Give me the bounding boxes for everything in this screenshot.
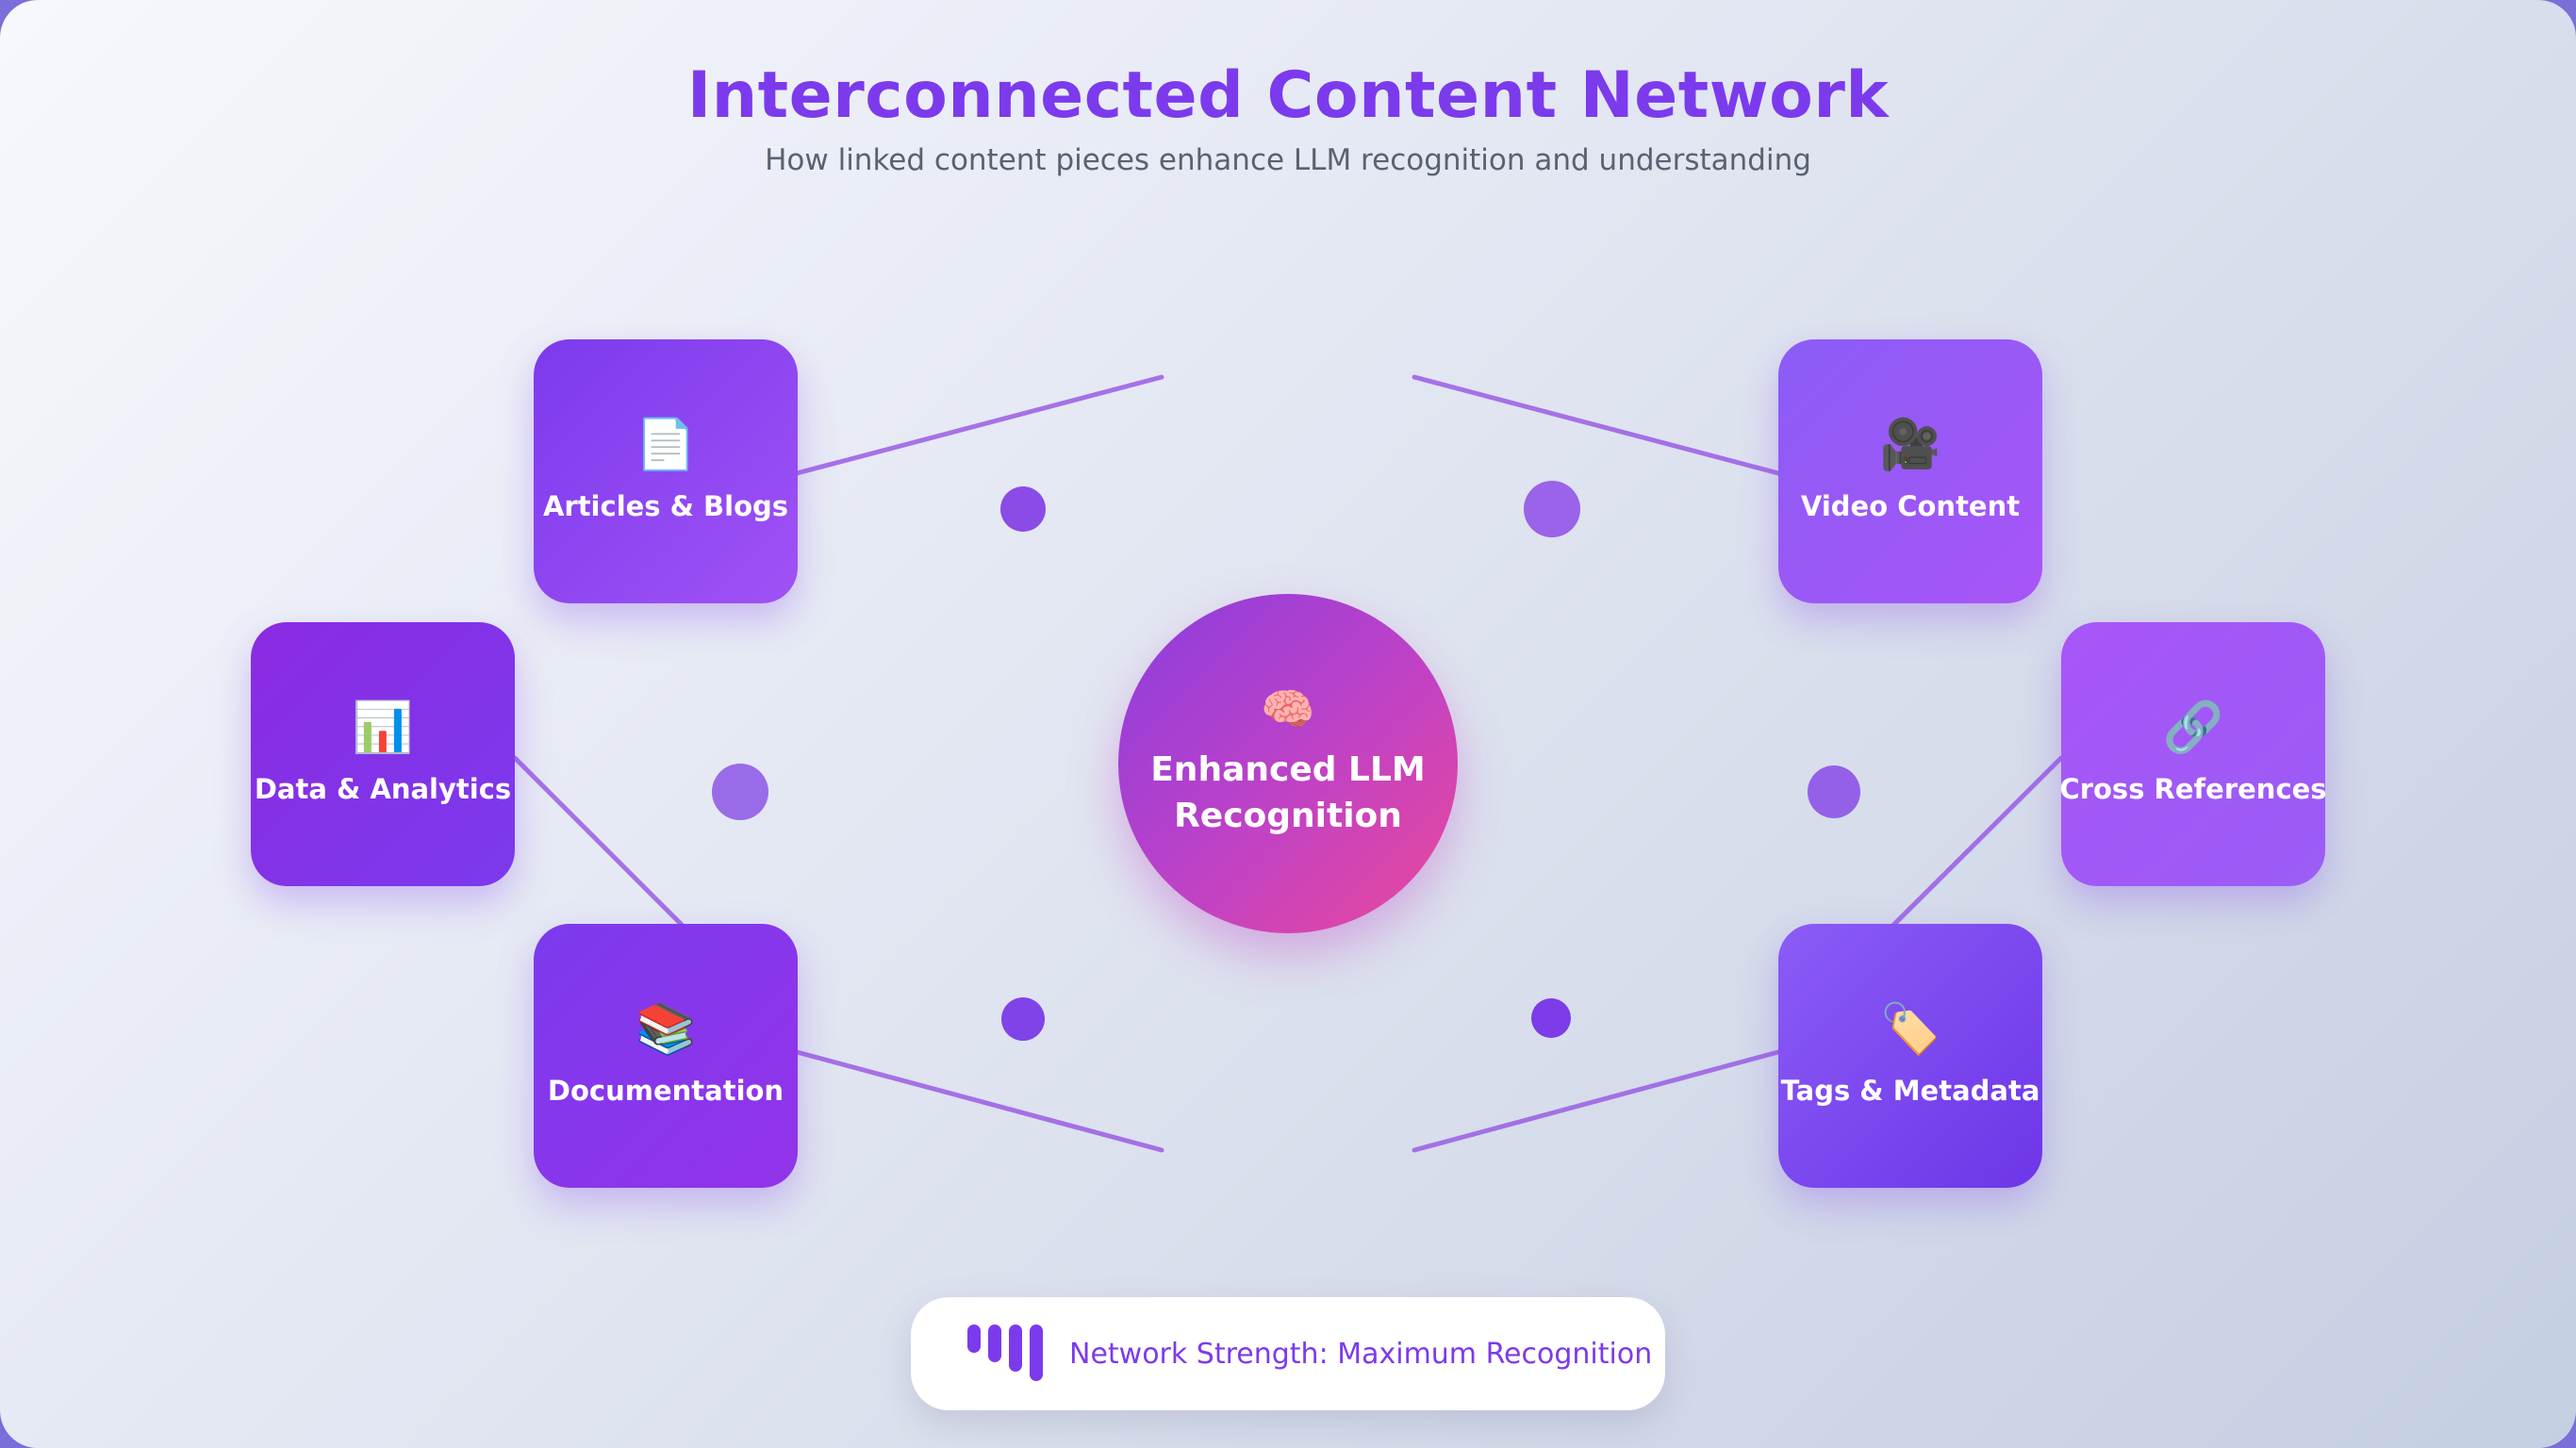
node-label: Articles & Blogs <box>542 490 789 522</box>
node-crossref: 🔗 Cross References <box>2059 622 2327 886</box>
link-icon: 🔗 <box>2162 699 2224 756</box>
movie-camera-icon: 🎥 <box>1879 417 1941 473</box>
node-data: 📊 Data & Analytics <box>251 622 515 886</box>
node-label: Data & Analytics <box>254 773 512 805</box>
page-subtitle: How linked content pieces enhance LLM re… <box>765 143 1811 177</box>
connector-docs <box>794 1049 1164 1153</box>
bar-chart-icon: 📊 <box>352 699 414 756</box>
network-strength-label: Network Strength: Maximum Recognition <box>1069 1337 1653 1371</box>
network-dot <box>1000 486 1046 532</box>
node-label: Tags & Metadata <box>1780 1075 2040 1107</box>
document-icon: 📄 <box>635 417 697 473</box>
brain-icon: 🧠 <box>1261 683 1315 735</box>
connector-articles <box>794 374 1164 476</box>
network-dot <box>712 764 768 820</box>
node-label: Video Content <box>1800 490 2021 522</box>
network-strength-badge: Network Strength: Maximum Recognition <box>911 1297 1665 1410</box>
node-label: Documentation <box>547 1075 784 1107</box>
network-dot <box>1001 997 1045 1041</box>
node-articles: 📄 Articles & Blogs <box>534 339 798 603</box>
books-icon: 📚 <box>635 1001 697 1058</box>
network-dot <box>1808 765 1860 818</box>
node-tags: 🏷️ Tags & Metadata <box>1778 924 2042 1188</box>
signal-bars-icon <box>967 1325 1043 1383</box>
hub-node: 🧠 Enhanced LLM Recognition <box>1118 594 1458 933</box>
network-dot <box>1531 998 1571 1038</box>
connector-video <box>1412 374 1781 476</box>
node-label: Cross References <box>2059 773 2327 805</box>
tag-icon: 🏷️ <box>1879 1001 1941 1058</box>
node-video: 🎥 Video Content <box>1778 339 2042 603</box>
network-dot <box>1524 481 1580 537</box>
node-docs: 📚 Documentation <box>534 924 798 1188</box>
hub-label: Enhanced LLM Recognition <box>1150 750 1426 835</box>
page-title: Interconnected Content Network <box>686 58 1890 133</box>
connector-tags <box>1412 1049 1781 1153</box>
